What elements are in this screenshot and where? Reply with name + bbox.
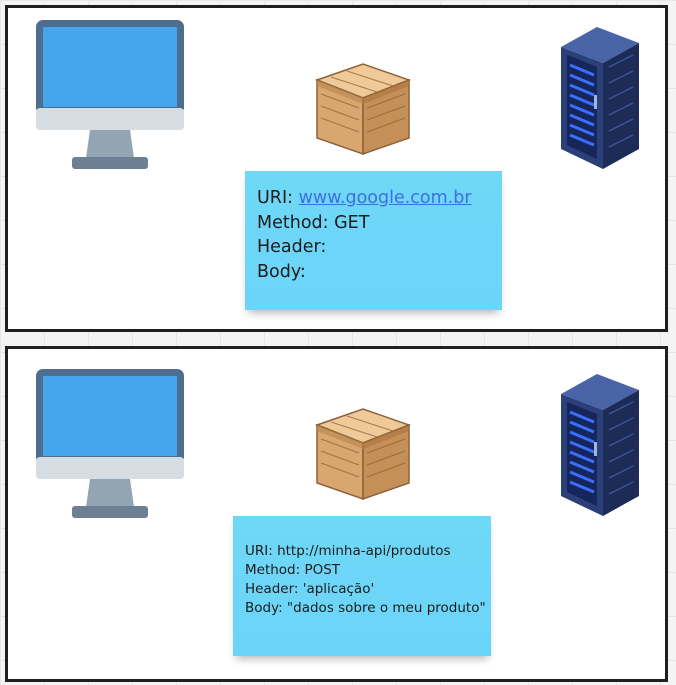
header-line: Header: 'aplicação' [245,581,375,597]
header-line: Header: [257,237,327,257]
body-line: Body: "dados sobre o meu produto" [245,600,486,616]
uri-line: URI: www.google.com.br [257,186,502,211]
wooden-crate-icon [311,403,413,503]
body-line: Body: [257,261,306,282]
server-rack-icon [557,370,643,518]
request-sticky-note: URI: www.google.com.br Method: GET Heade… [245,171,502,310]
wooden-crate-icon [311,58,413,158]
uri-label: URI: [257,188,299,208]
desktop-monitor-icon [34,18,186,170]
uri-line: URI: http://minha-api/produtos [245,543,451,559]
uri-link[interactable]: www.google.com.br [298,188,472,208]
desktop-monitor-icon [34,367,186,519]
request-sticky-note: URI: http://minha-api/produtos Method: P… [233,516,491,656]
method-line: Method: POST [245,562,341,578]
server-rack-icon [557,23,643,171]
post-request-diagram: URI: http://minha-api/produtos Method: P… [5,346,668,682]
get-request-diagram: URI: www.google.com.br Method: GET Heade… [5,5,668,332]
method-line: Method: GET [257,212,370,233]
